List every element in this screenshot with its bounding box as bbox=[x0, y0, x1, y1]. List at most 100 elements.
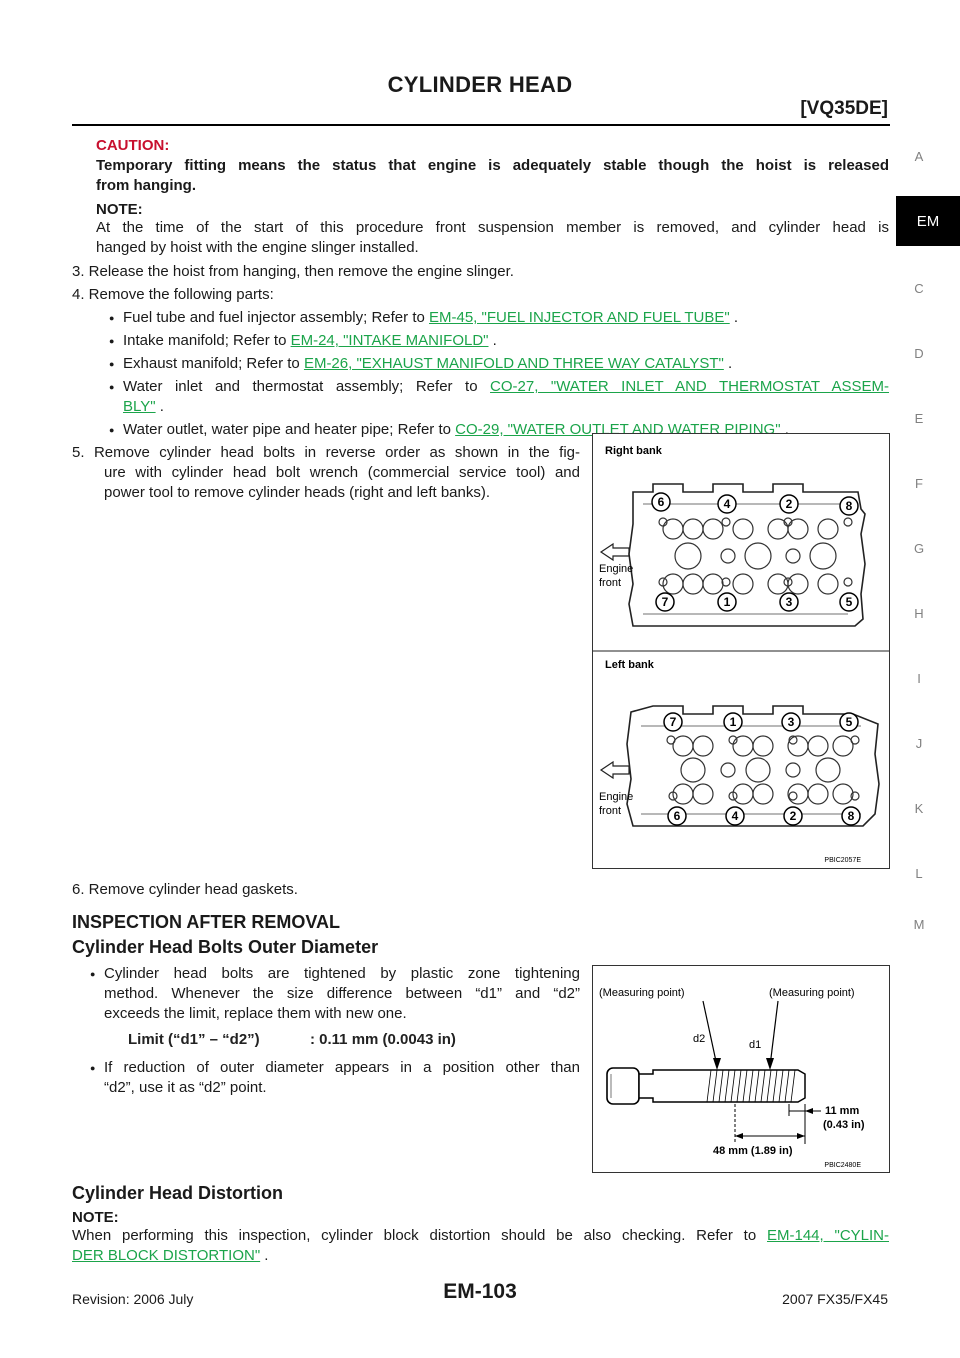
note-line-2: hanged by hoist with the engine slinger … bbox=[96, 239, 419, 256]
list-item: Exhaust manifold; Refer to EM-26, "EXHAU… bbox=[109, 354, 732, 374]
bolt-marker bbox=[841, 806, 861, 826]
bolt-marker bbox=[781, 712, 801, 732]
dim-11-label: 11 mm bbox=[825, 1105, 859, 1117]
ref-link-exhaust-manifold[interactable]: EM-26, "EXHAUST MANIFOLD AND THREE WAY C… bbox=[303, 355, 724, 372]
bolt-number: 2 bbox=[790, 809, 797, 823]
side-index-e[interactable]: E bbox=[914, 411, 924, 426]
limit-label: Limit (“d1” – “d2”) bbox=[128, 1031, 260, 1048]
right-head-inner bbox=[643, 503, 848, 615]
bolt-marker bbox=[655, 592, 675, 612]
bolt-number: 2 bbox=[786, 497, 793, 511]
arrow-head-icon bbox=[766, 1058, 774, 1070]
header-rule bbox=[72, 124, 890, 126]
step-5-line-1: 5. Remove cylinder head bolts in reverse… bbox=[72, 444, 580, 461]
right-bank-bottom-bolts: 7 1 3 5 bbox=[655, 592, 859, 612]
ref-link-block-distortion[interactable]: EM-144, "CYLIN- bbox=[767, 1227, 889, 1244]
bolt-marker bbox=[651, 492, 671, 512]
side-index-a[interactable]: A bbox=[914, 149, 924, 164]
bolt-marker bbox=[667, 806, 687, 826]
side-index-d[interactable]: D bbox=[914, 346, 924, 361]
bolts-bullet-2-line-2: “d2”, use it as “d2” point. bbox=[104, 1079, 267, 1096]
left-bank-bottom-bolts: 6 4 2 8 bbox=[667, 806, 861, 826]
bolt-marker bbox=[783, 806, 803, 826]
bolts-bullet-1-line-2: method. Whenever the size difference bet… bbox=[104, 985, 580, 1002]
ref-link-water-inlet[interactable]: CO-27, "WATER INLET AND THERMOSTAT ASSEM… bbox=[490, 378, 889, 395]
caution-line-2: from hanging. bbox=[96, 177, 196, 194]
side-index-m[interactable]: M bbox=[913, 917, 925, 932]
note-2-line-2: DER BLOCK DISTORTION" . bbox=[72, 1247, 269, 1264]
side-index-f[interactable]: F bbox=[915, 476, 923, 491]
side-index-l[interactable]: L bbox=[915, 866, 923, 881]
bolt-number: 6 bbox=[658, 495, 665, 509]
bolt-marker bbox=[717, 592, 737, 612]
left-bore-circles bbox=[666, 735, 860, 805]
right-head-outline bbox=[628, 483, 866, 627]
note-line-1: At the time of the start of this procedu… bbox=[96, 219, 889, 236]
bolt-marker bbox=[717, 494, 737, 514]
bolt-marker bbox=[839, 592, 859, 612]
step-6: 6. Remove cylinder head gaskets. bbox=[72, 881, 298, 898]
side-index-k[interactable]: K bbox=[914, 801, 924, 816]
bolts-heading: Cylinder Head Bolts Outer Diameter bbox=[72, 937, 379, 957]
ref-link-water-inlet-cont[interactable]: BLY" bbox=[123, 398, 156, 415]
bolts-bullet-2-line-1: If reduction of outer diameter appears i… bbox=[90, 1058, 580, 1078]
arrow-head-icon bbox=[713, 1058, 721, 1070]
bolt-number: 3 bbox=[786, 595, 793, 609]
bolt-number: 7 bbox=[670, 715, 677, 729]
arrow-head-icon bbox=[797, 1133, 805, 1139]
bolt-number: 7 bbox=[662, 595, 669, 609]
bolt-marker bbox=[663, 712, 683, 732]
ref-link-block-distortion-cont[interactable]: DER BLOCK DISTORTION" bbox=[72, 1247, 261, 1264]
left-bank-top-bolts: 7 1 3 5 bbox=[663, 712, 859, 732]
list-item: Water inlet and thermostat assembly; Ref… bbox=[109, 377, 889, 397]
note-2-line-1: When performing this inspection, cylinde… bbox=[72, 1227, 889, 1244]
bolt-marker bbox=[839, 496, 859, 516]
page-number: EM-103 bbox=[443, 1280, 517, 1303]
bolt-order-figure: Right bank 6 4 2 8 7 1 bbox=[592, 433, 890, 869]
bolts-bullet-1-line-3: exceeds the limit, replace them with new… bbox=[104, 1005, 407, 1022]
bolt-order-diagram: Right bank 6 4 2 8 7 1 bbox=[593, 445, 889, 864]
bolt-threads bbox=[706, 1069, 796, 1103]
footer-revision: Revision: 2006 July bbox=[72, 1291, 194, 1307]
list-item: Intake manifold; Refer to EM-24, "INTAKE… bbox=[109, 331, 497, 351]
arrow-head-icon bbox=[805, 1108, 813, 1114]
side-index-j[interactable]: J bbox=[915, 736, 923, 751]
limit-value: : 0.11 mm (0.0043 in) bbox=[310, 1031, 456, 1048]
d1-leader-line bbox=[769, 1000, 779, 1067]
bolt-marker bbox=[725, 806, 745, 826]
arrow-head-icon bbox=[735, 1133, 743, 1139]
side-index-c[interactable]: C bbox=[914, 281, 924, 296]
note-heading: NOTE: bbox=[96, 201, 143, 218]
bolt-number: 5 bbox=[846, 715, 853, 729]
bolt-diameter-diagram: (Measuring point) (Measuring point) d2 d… bbox=[599, 987, 865, 1169]
footer-model: 2007 FX35/FX45 bbox=[782, 1291, 888, 1307]
bolt-marker bbox=[723, 712, 743, 732]
front-label: front bbox=[599, 577, 621, 589]
page-title: CYLINDER HEAD bbox=[387, 72, 573, 97]
bolt-number: 4 bbox=[724, 497, 731, 511]
side-index-active-tab[interactable]: EM bbox=[896, 196, 960, 246]
caution-heading: CAUTION: bbox=[96, 137, 170, 154]
ref-link-fuel-injector[interactable]: EM-45, "FUEL INJECTOR AND FUEL TUBE" bbox=[429, 309, 730, 326]
d1-label: d1 bbox=[749, 1039, 761, 1051]
side-index-i[interactable]: I bbox=[917, 671, 921, 686]
side-index-g[interactable]: G bbox=[913, 541, 925, 556]
caution-line-1: Temporary fitting means the status that … bbox=[96, 157, 889, 174]
bolt-number: 8 bbox=[846, 499, 853, 513]
d2-leader-line bbox=[702, 1000, 718, 1067]
right-bank-top-bolts: 6 4 2 8 bbox=[651, 492, 859, 516]
bolt-number: 8 bbox=[848, 809, 855, 823]
d2-label: d2 bbox=[693, 1033, 705, 1045]
bolt-shank bbox=[638, 1069, 806, 1103]
bolt-number: 1 bbox=[730, 715, 737, 729]
figure-code: PBIC2057E bbox=[824, 857, 861, 864]
side-index-h[interactable]: H bbox=[914, 606, 924, 621]
bolt-diameter-figure: (Measuring point) (Measuring point) d2 d… bbox=[592, 965, 890, 1173]
engine-label: Engine bbox=[599, 563, 633, 575]
engine-front-arrow-icon bbox=[599, 760, 630, 780]
distortion-heading: Cylinder Head Distortion bbox=[72, 1183, 284, 1203]
ref-link-intake-manifold[interactable]: EM-24, "INTAKE MANIFOLD" bbox=[290, 332, 489, 349]
dim-48-label: 48 mm (1.89 in) bbox=[713, 1145, 793, 1157]
step-5-line-3: power tool to remove cylinder heads (rig… bbox=[104, 484, 491, 501]
bolts-bullet-1-line-1: Cylinder head bolts are tightened by pla… bbox=[90, 964, 580, 984]
